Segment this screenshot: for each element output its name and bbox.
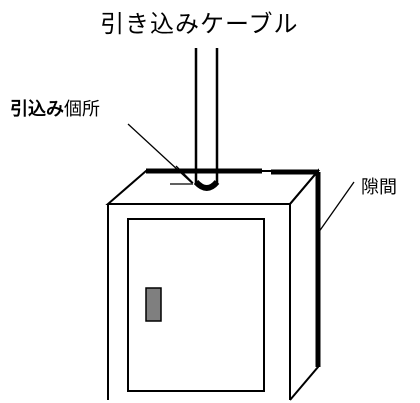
cabinet-box — [105, 168, 321, 401]
label-gap: 隙間 — [361, 177, 397, 198]
cable — [193, 48, 220, 191]
cabinet-door — [127, 218, 265, 392]
label-entry-point: 引込み個所 — [10, 101, 100, 119]
door-handle — [145, 287, 162, 322]
gap-highlight — [146, 168, 321, 367]
label-cable: 引き込みケーブル — [100, 10, 299, 38]
label-entry-bold: 引込み — [10, 99, 64, 120]
label-entry-rest: 個所 — [64, 99, 100, 120]
leader-lines — [127, 123, 355, 237]
